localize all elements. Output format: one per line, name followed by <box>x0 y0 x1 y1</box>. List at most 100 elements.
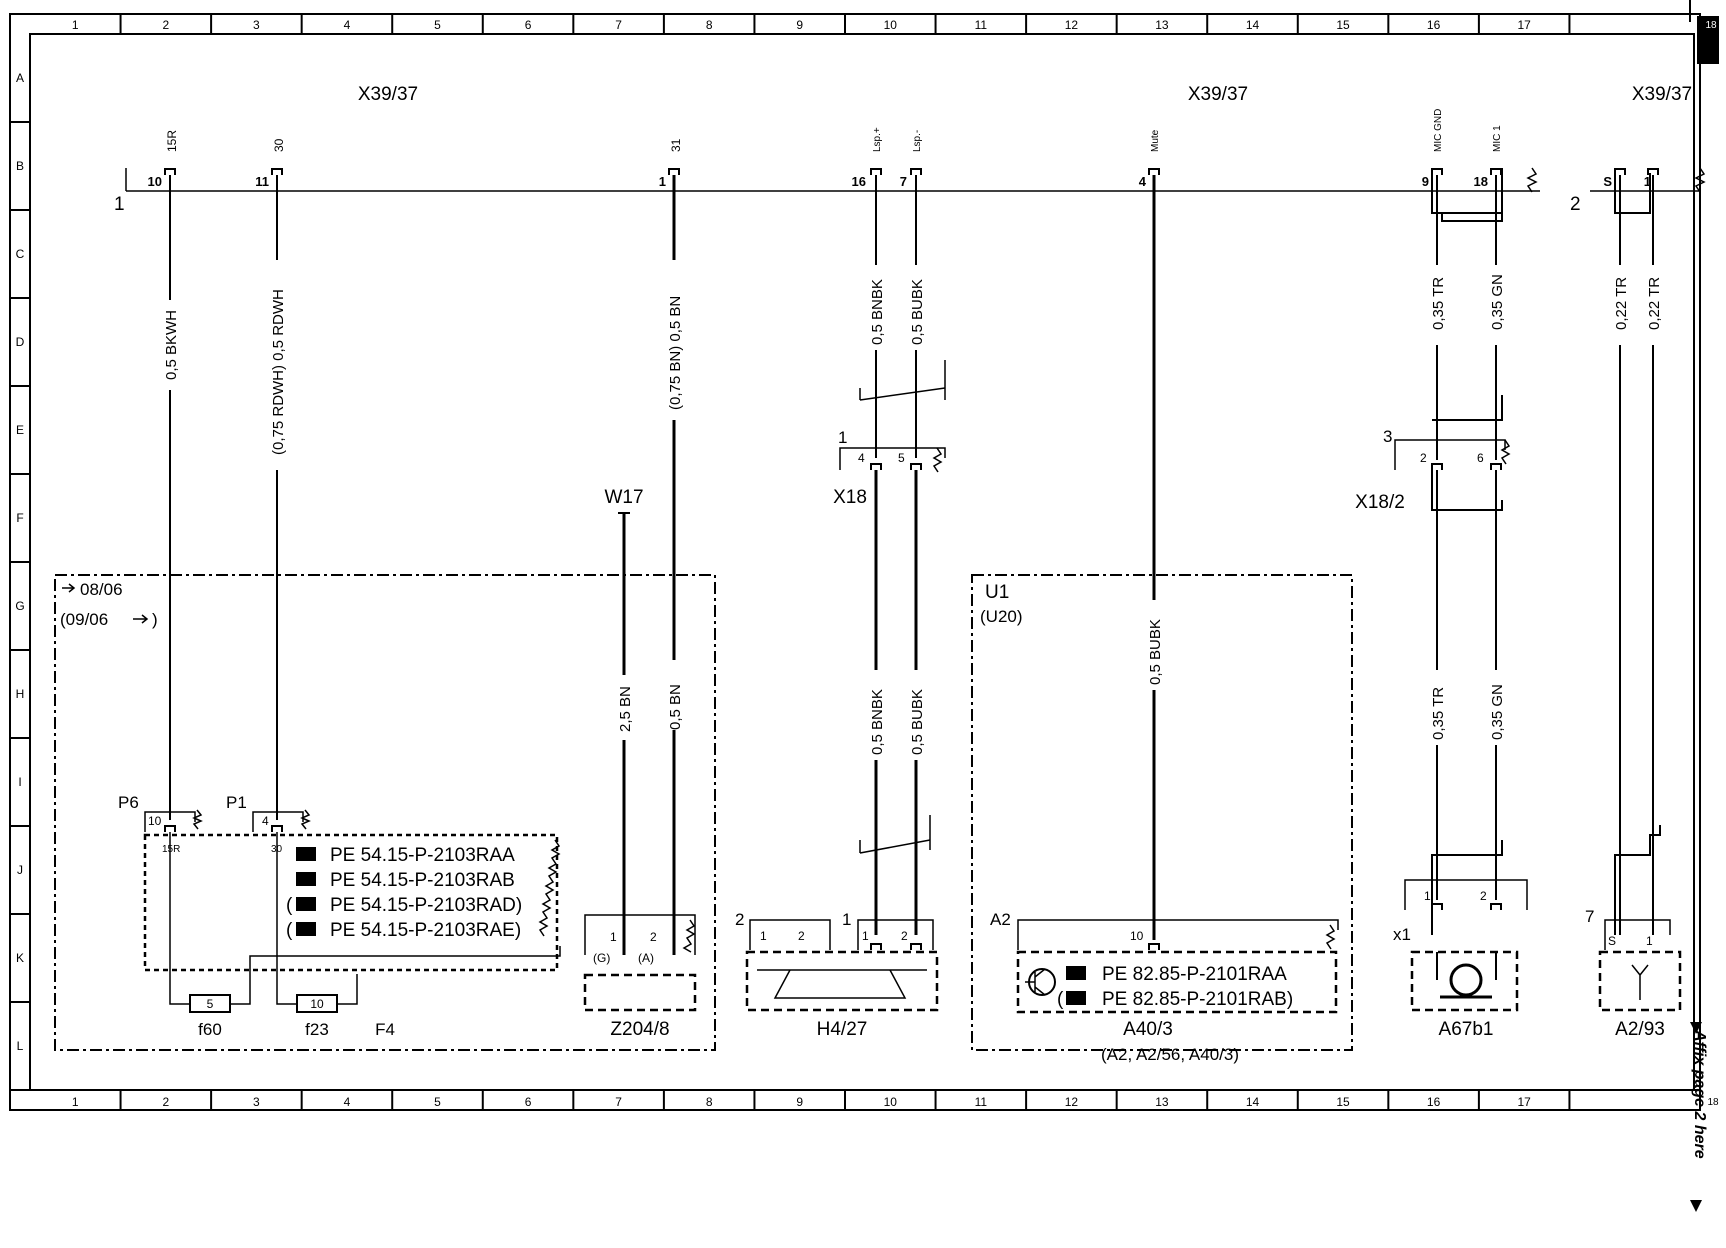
fuse-f60: f60 <box>198 1020 222 1039</box>
x18-2-pin-6: 6 <box>1477 451 1484 465</box>
h4-pin-1b: 1 <box>862 929 869 943</box>
column-number-bottom: 4 <box>344 1095 351 1109</box>
h4-pin-2b: 2 <box>901 929 908 943</box>
a293-pin-1: 1 <box>1646 934 1653 948</box>
connector-bus <box>125 167 1706 193</box>
pin-label-mic-gnd: MIC GND <box>1433 109 1444 152</box>
a67-pin-1: 1 <box>1424 889 1431 903</box>
a40-3-sub: (A2, A2/56, A40/3) <box>1101 1045 1239 1064</box>
pin-7: 7 <box>900 174 907 189</box>
connector-x39-left: X39/37 <box>358 84 418 105</box>
pin-label-lsp-minus: Lsp.- <box>912 130 923 152</box>
x18-2-pin-2: 2 <box>1420 451 1427 465</box>
fuse-f23: f23 <box>305 1020 329 1039</box>
column-number-top: 16 <box>1427 18 1441 32</box>
pe-ref-5: PE 82.85-P-2101RAA <box>1102 964 1287 985</box>
z204-a: (A) <box>638 951 654 965</box>
pe-ref-6-paren: ( <box>1057 989 1064 1010</box>
wire-label-1: 0,5 BKWH <box>163 310 180 380</box>
bus-label-2: 2 <box>1570 194 1581 215</box>
column-number-top: 1 <box>72 18 79 32</box>
fuse-box-f4: F4 <box>375 1020 395 1039</box>
pe-ref-3-paren: ( <box>286 895 293 916</box>
z204-pin-2: 2 <box>650 930 657 944</box>
corner-tab: 18 18 <box>1689 0 1719 1108</box>
a2-pin-10: 10 <box>1130 929 1144 943</box>
pin-18: 18 <box>1474 174 1488 189</box>
pin-label-mute: Mute <box>1150 129 1161 152</box>
column-number-bottom: 10 <box>884 1095 898 1109</box>
p6-sub: 15R <box>162 844 180 855</box>
a40-3-label: A40/3 <box>1123 1019 1173 1040</box>
bus-pin-numbers: 10 11 1 16 7 4 9 18 S 1 <box>148 174 1651 189</box>
wire-label-13: 0,5 BNBK <box>869 689 886 755</box>
pin-label-31: 31 <box>669 138 683 152</box>
pe-ref-4: PE 54.15-P-2103RAE) <box>330 920 521 941</box>
h4-pin-2a: 2 <box>798 929 805 943</box>
pe-ref-6: PE 82.85-P-2101RAB) <box>1102 989 1293 1010</box>
x18-pos-1: 1 <box>838 428 847 447</box>
column-number-bottom: 16 <box>1427 1095 1441 1109</box>
bus-pins <box>164 168 1659 175</box>
u1-module: U1 (U20) A2 10 PE 82.85-P-2101RAA ( PE 8… <box>971 574 1353 1064</box>
wire-label-15: 0,35 TR <box>1430 687 1447 740</box>
a67b1-microphone: 1 2 x1 A67b1 <box>1393 879 1528 1040</box>
column-number-bottom: 13 <box>1155 1095 1169 1109</box>
column-number-bottom: 1 <box>72 1095 79 1109</box>
corner-label-top: 18 <box>1705 20 1717 31</box>
wire-label-7: 0,35 TR <box>1430 277 1447 330</box>
affix-note: Affix page 2 here <box>1691 1029 1708 1159</box>
pin-4: 4 <box>1139 174 1147 189</box>
z204-pin-1: 1 <box>610 930 617 944</box>
pin-1-right: 1 <box>1644 174 1651 189</box>
column-number-bottom: 11 <box>975 1095 988 1109</box>
column-number-bottom: 2 <box>162 1095 169 1109</box>
corner-label-bottom: 18 <box>1707 1097 1719 1108</box>
row-letter: B <box>16 159 24 173</box>
pin-label-15r: 15R <box>165 130 179 152</box>
microphone-icon <box>1449 963 1483 997</box>
column-number-bottom: 15 <box>1336 1095 1350 1109</box>
wire-label-14: 0,5 BUBK <box>909 689 926 755</box>
shield-braids <box>1431 168 1661 935</box>
wire-label-4: 0,5 BNBK <box>869 279 886 345</box>
pe-ref-2: PE 54.15-P-2103RAB <box>330 870 515 891</box>
h4-pin-1a: 1 <box>760 929 767 943</box>
column-number-bottom: 6 <box>525 1095 532 1109</box>
antenna-icon <box>1631 964 1649 1000</box>
wire-label-5: 0,5 BUBK <box>909 279 926 345</box>
wire-label-12: 0,5 BN <box>667 684 684 730</box>
pin-function-labels: 15R 30 31 Lsp.+ Lsp.- Mute MIC GND MIC 1 <box>165 109 1503 152</box>
wire-label-10: 0,22 TR <box>1646 277 1663 330</box>
column-number-top: 17 <box>1517 18 1531 32</box>
column-number-bottom: 3 <box>253 1095 260 1109</box>
row-letter: H <box>16 687 25 701</box>
pe-ref-icons <box>296 847 316 936</box>
x18-2-connector: 3 2 6 X18/2 <box>1355 427 1511 513</box>
a67-x1: x1 <box>1393 925 1411 944</box>
pin-10: 10 <box>148 174 162 189</box>
pin-label-30: 30 <box>272 138 286 152</box>
u20-label: (U20) <box>980 607 1023 626</box>
row-letter: C <box>16 247 25 261</box>
h4-label: H4/27 <box>817 1019 868 1040</box>
row-letter: I <box>18 775 21 789</box>
x18-connector: 1 4 5 X18 <box>833 360 946 508</box>
column-number-top: 2 <box>162 18 169 32</box>
h4-pos-1: 1 <box>842 910 851 929</box>
z204-label: Z204/8 <box>610 1019 669 1040</box>
pe-ref-4-paren: ( <box>286 920 293 941</box>
x18-2-label: X18/2 <box>1355 492 1405 513</box>
bus-label-1: 1 <box>114 194 125 215</box>
pin-s: S <box>1603 174 1612 189</box>
a2-label: A2 <box>990 910 1011 929</box>
wire-label-16: 0,35 GN <box>1489 684 1506 740</box>
column-number-bottom: 9 <box>796 1095 803 1109</box>
column-number-bottom: 17 <box>1517 1095 1531 1109</box>
p1-label: P1 <box>226 793 247 812</box>
pe-ref-1: PE 54.15-P-2103RAA <box>330 845 515 866</box>
a2-93-antenna: 7 S 1 A2/93 <box>1585 907 1682 1040</box>
